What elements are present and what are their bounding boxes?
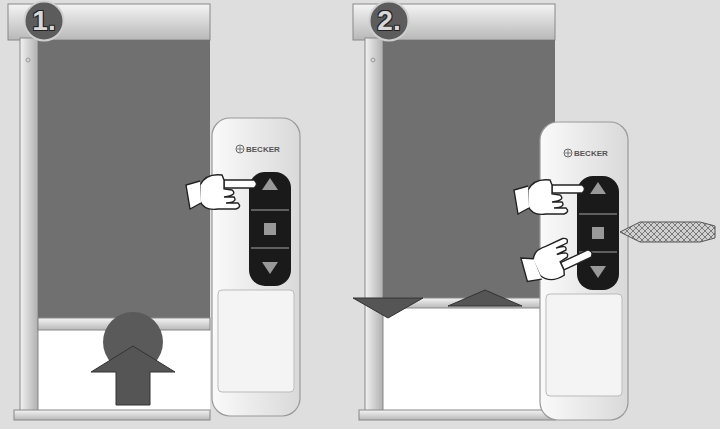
brand-label: BECKER — [574, 149, 608, 158]
brand-label: BECKER — [246, 145, 280, 154]
step-number-circle: 1. — [23, 0, 65, 42]
step-number: 2. — [368, 0, 410, 42]
step-number-circle: 2. — [368, 0, 410, 42]
step-number: 1. — [23, 0, 65, 42]
